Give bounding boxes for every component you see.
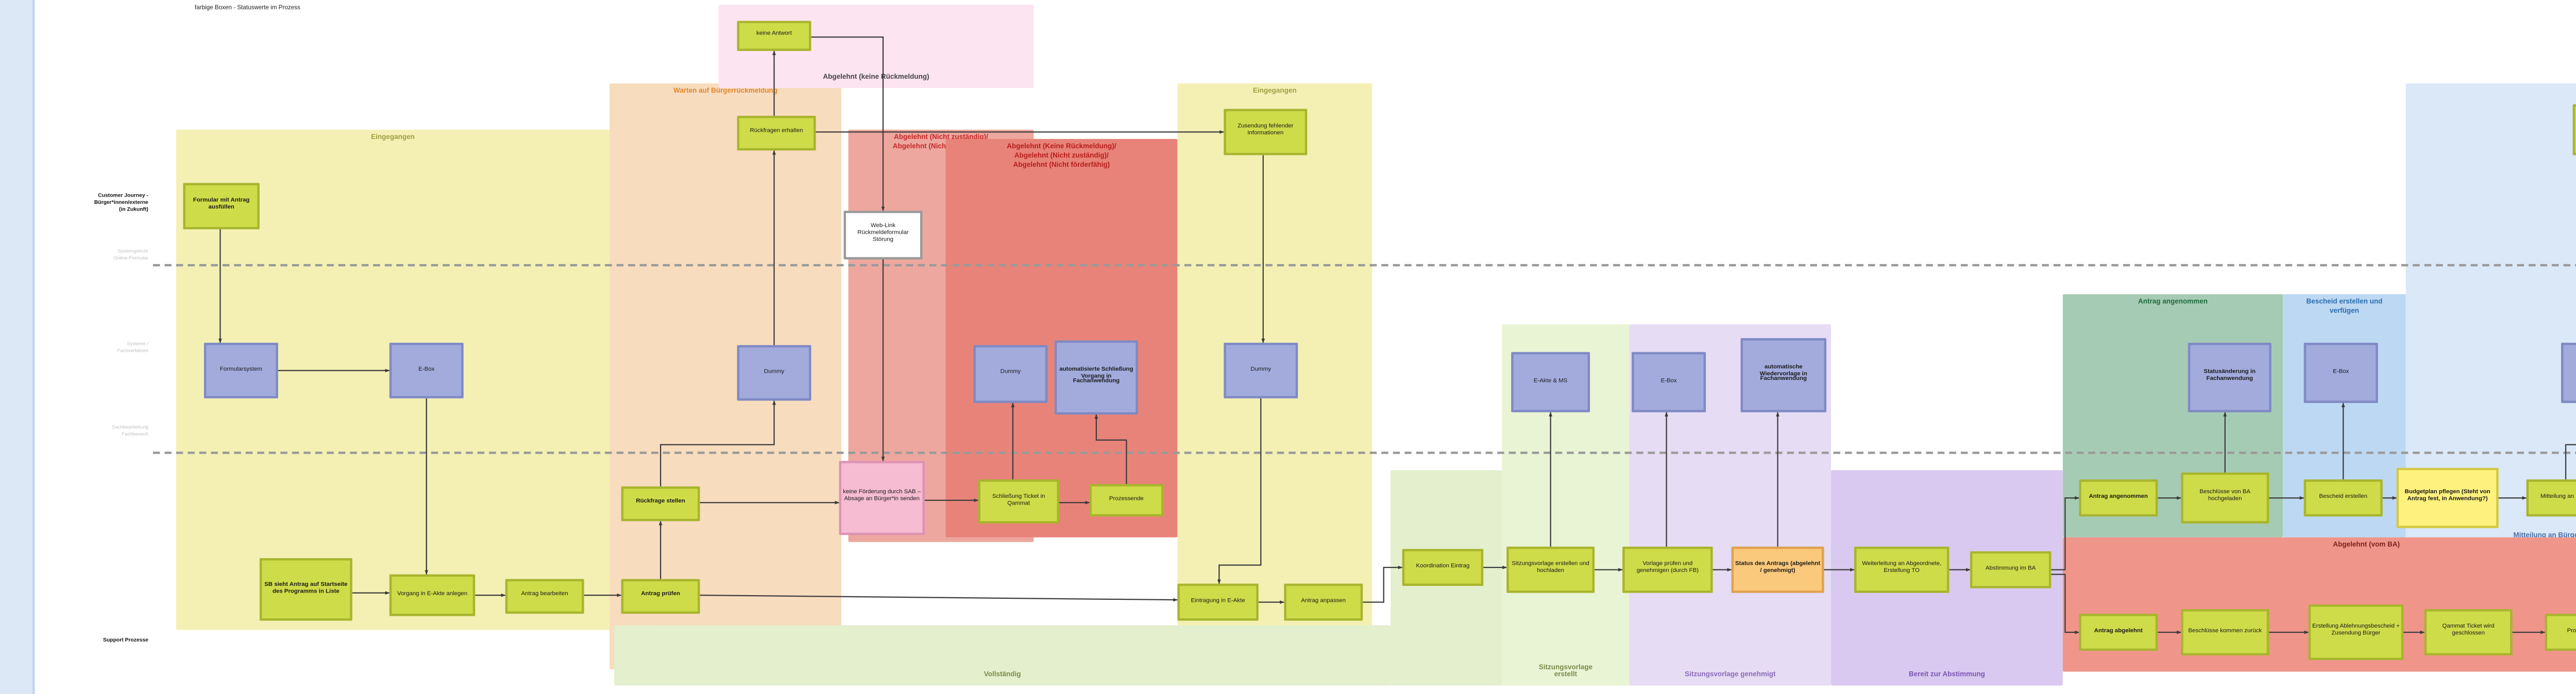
node-automatisierte-schliessung-vorgang[interactable]: automatisierte Schließung Vorgang in Fac… <box>1054 340 1138 415</box>
node-qammat-ticket-geschlossen[interactable]: Qammat Ticket wird geschlossen <box>2424 609 2513 656</box>
node-dummy-1[interactable]: Dummy <box>737 345 811 401</box>
lane-divider-bottom <box>152 452 2576 454</box>
node-koordination-eintrag[interactable]: Koordination Eintrag <box>1402 549 1484 586</box>
node-antrag-bearbeiten[interactable]: Antrag bearbeiten <box>505 579 584 614</box>
node-wartezeit-auf-mittelabruf[interactable]: Wartezeit auf Mittelabruf vom Verein <box>2572 104 2576 155</box>
node-schliessung-ticket-qammat[interactable]: Schließung Ticket in Qammat <box>978 479 1059 524</box>
node-sb-sieht-antrag[interactable]: SB sieht Antrag auf Startseite des Progr… <box>259 558 352 621</box>
node-status-des-antrags[interactable]: Status des Antrags (abgelehnt / genehmig… <box>1731 546 1824 593</box>
region-label-eingegangen-2: Eingegangen <box>1252 85 1297 95</box>
region-label-warten-auf-buergerrueckmeldung: Warten auf Bürgerrückmeldung <box>673 85 778 95</box>
node-e-box-2[interactable]: E-Box <box>1632 352 1706 412</box>
region-label-eingegangen-1: Eingegangen <box>371 132 415 142</box>
node-e-box-1[interactable]: E-Box <box>389 342 464 398</box>
node-automatische-wiedervorlage[interactable]: automatische Wiedervorlage in Fachanwend… <box>1740 338 1826 412</box>
node-statusaenderung-fachanwendung[interactable]: Statusänderung in Fachanwendung <box>2188 342 2272 412</box>
node-rueckfrage-stellen[interactable]: Rückfrage stellen <box>621 486 700 522</box>
node-formularsystem[interactable]: Formularsystem <box>204 342 278 398</box>
region-label-sitzungsvorlage-erstellt: Sitzungsvorlage erstellt <box>1538 661 1592 680</box>
lane-label-system-boundary: Systemgrenze Online-Formular <box>113 250 148 262</box>
node-dummy-3[interactable]: Dummy <box>1224 342 1298 398</box>
region-label-abgelehnt-sammel: Abgelehnt (Keine Rückmeldung)/ Abgelehnt… <box>1007 141 1116 168</box>
region-label-bereit-zur-abstimmung: Bereit zur Abstimmung <box>1908 670 1985 680</box>
node-web-link-rueckmeldeformular[interactable]: Web-Link Rückmeldeformular Störung <box>843 211 923 259</box>
lane-label-systems: Systeme / Fachverfahren <box>117 342 148 354</box>
node-weiterleitung-an-abgeordnete[interactable]: Weiterleitung an Abgeordnete, Erstellung… <box>1854 546 1950 593</box>
region-label-abgelehnt-keine-rueckmeldung: Abgelehnt (keine Rückmeldung) <box>823 72 929 82</box>
node-abstimmung-im-ba[interactable]: Abstimmung im BA <box>1970 551 2052 588</box>
node-rueckfragen-erhalten[interactable]: Rückfragen erhalten <box>737 115 816 151</box>
node-dummy-2[interactable]: Dummy <box>973 345 1048 403</box>
node-e-akte-ms[interactable]: E-Akte & MS <box>1511 352 1590 412</box>
node-antrag-pruefen[interactable]: Antrag prüfen <box>621 579 700 614</box>
node-prozessende-1[interactable]: Prozessende <box>1089 484 1164 517</box>
node-prozessende-2[interactable]: Prozessende <box>2545 614 2576 651</box>
region-label-vollstaendig-band: Vollständig <box>984 670 1021 680</box>
node-sitzungsvorlage-erstellen[interactable]: Sitzungsvorlage erstellen und hochladen <box>1506 546 1595 593</box>
region-label-bescheid-erstellen-verfuegen: Bescheid erstellen und verfügen <box>2306 296 2383 315</box>
node-vorlage-pruefen-genehmigen[interactable]: Vorlage prüfen und genehmigen (durch FB) <box>1622 546 1713 593</box>
node-erstellung-ablehnungsbescheid[interactable]: Erstellung Ablehnungsbescheid + Zusendun… <box>2308 604 2404 661</box>
node-keine-antwort[interactable]: keine Antwort <box>737 21 811 51</box>
region-vollstaendig-band: Vollständig <box>614 625 1391 686</box>
region-abgelehnt-sammel: Abgelehnt (Keine Rückmeldung)/ Abgelehnt… <box>945 138 1178 537</box>
region-label-antrag-angenommen: Antrag angenommen <box>2138 296 2208 306</box>
node-antrag-anpassen[interactable]: Antrag anpassen <box>1284 583 1363 621</box>
node-beschluesse-von-ba-hochgeladen[interactable]: Beschlüsse von BA hochgeladen <box>2181 472 2269 524</box>
node-dummy-4[interactable]: Dummy <box>2561 342 2576 403</box>
node-e-box-3[interactable]: E-Box <box>2303 342 2378 403</box>
node-antrag-angenommen-node[interactable]: Antrag angenommen <box>2079 479 2158 517</box>
node-formular-mit-antrag-ausfuellen[interactable]: Formular mit Antrag ausfüllen <box>183 183 260 230</box>
region-label-abgelehnt-vom-ba: Abgelehnt (vom BA) <box>2333 540 2400 549</box>
lane-divider-top <box>152 264 2576 267</box>
node-eintragung-in-e-akte[interactable]: Eintragung in E-Akte <box>1177 583 1259 621</box>
lane-label-sachbearbeitung: Sachbearbeitung Fachbereich <box>112 426 148 437</box>
region-label-sitzungsvorlage-genehmigt: Sitzungsvorlage genehmigt <box>1685 670 1776 680</box>
node-budgetplan-pflegen[interactable]: Budgetplan pflegen (Steht von Antrag fes… <box>2396 467 2499 528</box>
node-beschluesse-kommen-zurueck[interactable]: Beschlüsse kommen zurück <box>2181 609 2269 656</box>
node-vorgang-in-e-akte-anlegen[interactable]: Vorgang in E-Akte anlegen <box>389 574 476 616</box>
left-gutter <box>0 0 35 694</box>
node-bescheid-erstellen[interactable]: Bescheid erstellen <box>2303 479 2383 517</box>
node-mitteilung-an-buerger-node[interactable]: Mitteilung an Bürger <box>2526 479 2576 517</box>
lane-label-support-prozesse: Support Prozesse <box>103 639 148 644</box>
node-zusendung-fehlender-informationen[interactable]: Zusendung fehlender Informationen <box>1224 109 1308 155</box>
top-left-note: farbige Boxen - Statuswerte im Prozess <box>194 4 300 12</box>
node-antrag-abgelehnt[interactable]: Antrag abgelehnt <box>2079 614 2158 651</box>
lane-label-customer-journey: Customer Journey - Bürger*innen/externe … <box>94 194 148 213</box>
node-keine-foerderung-durch-sab[interactable]: keine Förderung durch SAB – Absage an Bü… <box>839 461 925 535</box>
